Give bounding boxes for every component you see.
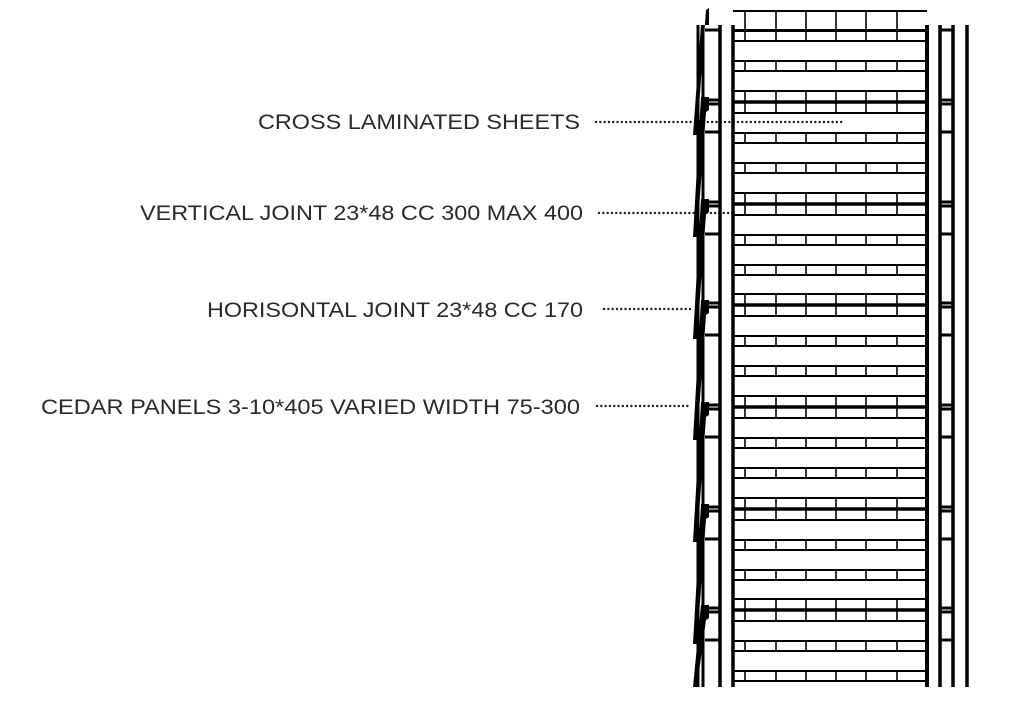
cedar-panel bbox=[693, 300, 709, 440]
cedar-panel bbox=[693, 97, 709, 237]
cedar-panel bbox=[693, 605, 709, 687]
label-cedar-panels: CEDAR PANELS 3-10*405 VARIED WIDTH 75-30… bbox=[41, 396, 580, 419]
label-cross-laminated-sheets: CROSS LAMINATED SHEETS bbox=[258, 111, 580, 134]
label-vertical-joint: VERTICAL JOINT 23*48 CC 300 MAX 400 bbox=[140, 202, 583, 225]
cedar-panel bbox=[693, 504, 709, 644]
label-horizontal-joint: HORISONTAL JOINT 23*48 CC 170 bbox=[207, 299, 583, 322]
cedar-panel bbox=[693, 402, 709, 542]
labels: CROSS LAMINATED SHEETS VERTICAL JOINT 23… bbox=[41, 111, 583, 419]
wall-section bbox=[693, 8, 969, 687]
cedar-panel bbox=[693, 199, 709, 339]
cedar-panel bbox=[693, 8, 709, 135]
